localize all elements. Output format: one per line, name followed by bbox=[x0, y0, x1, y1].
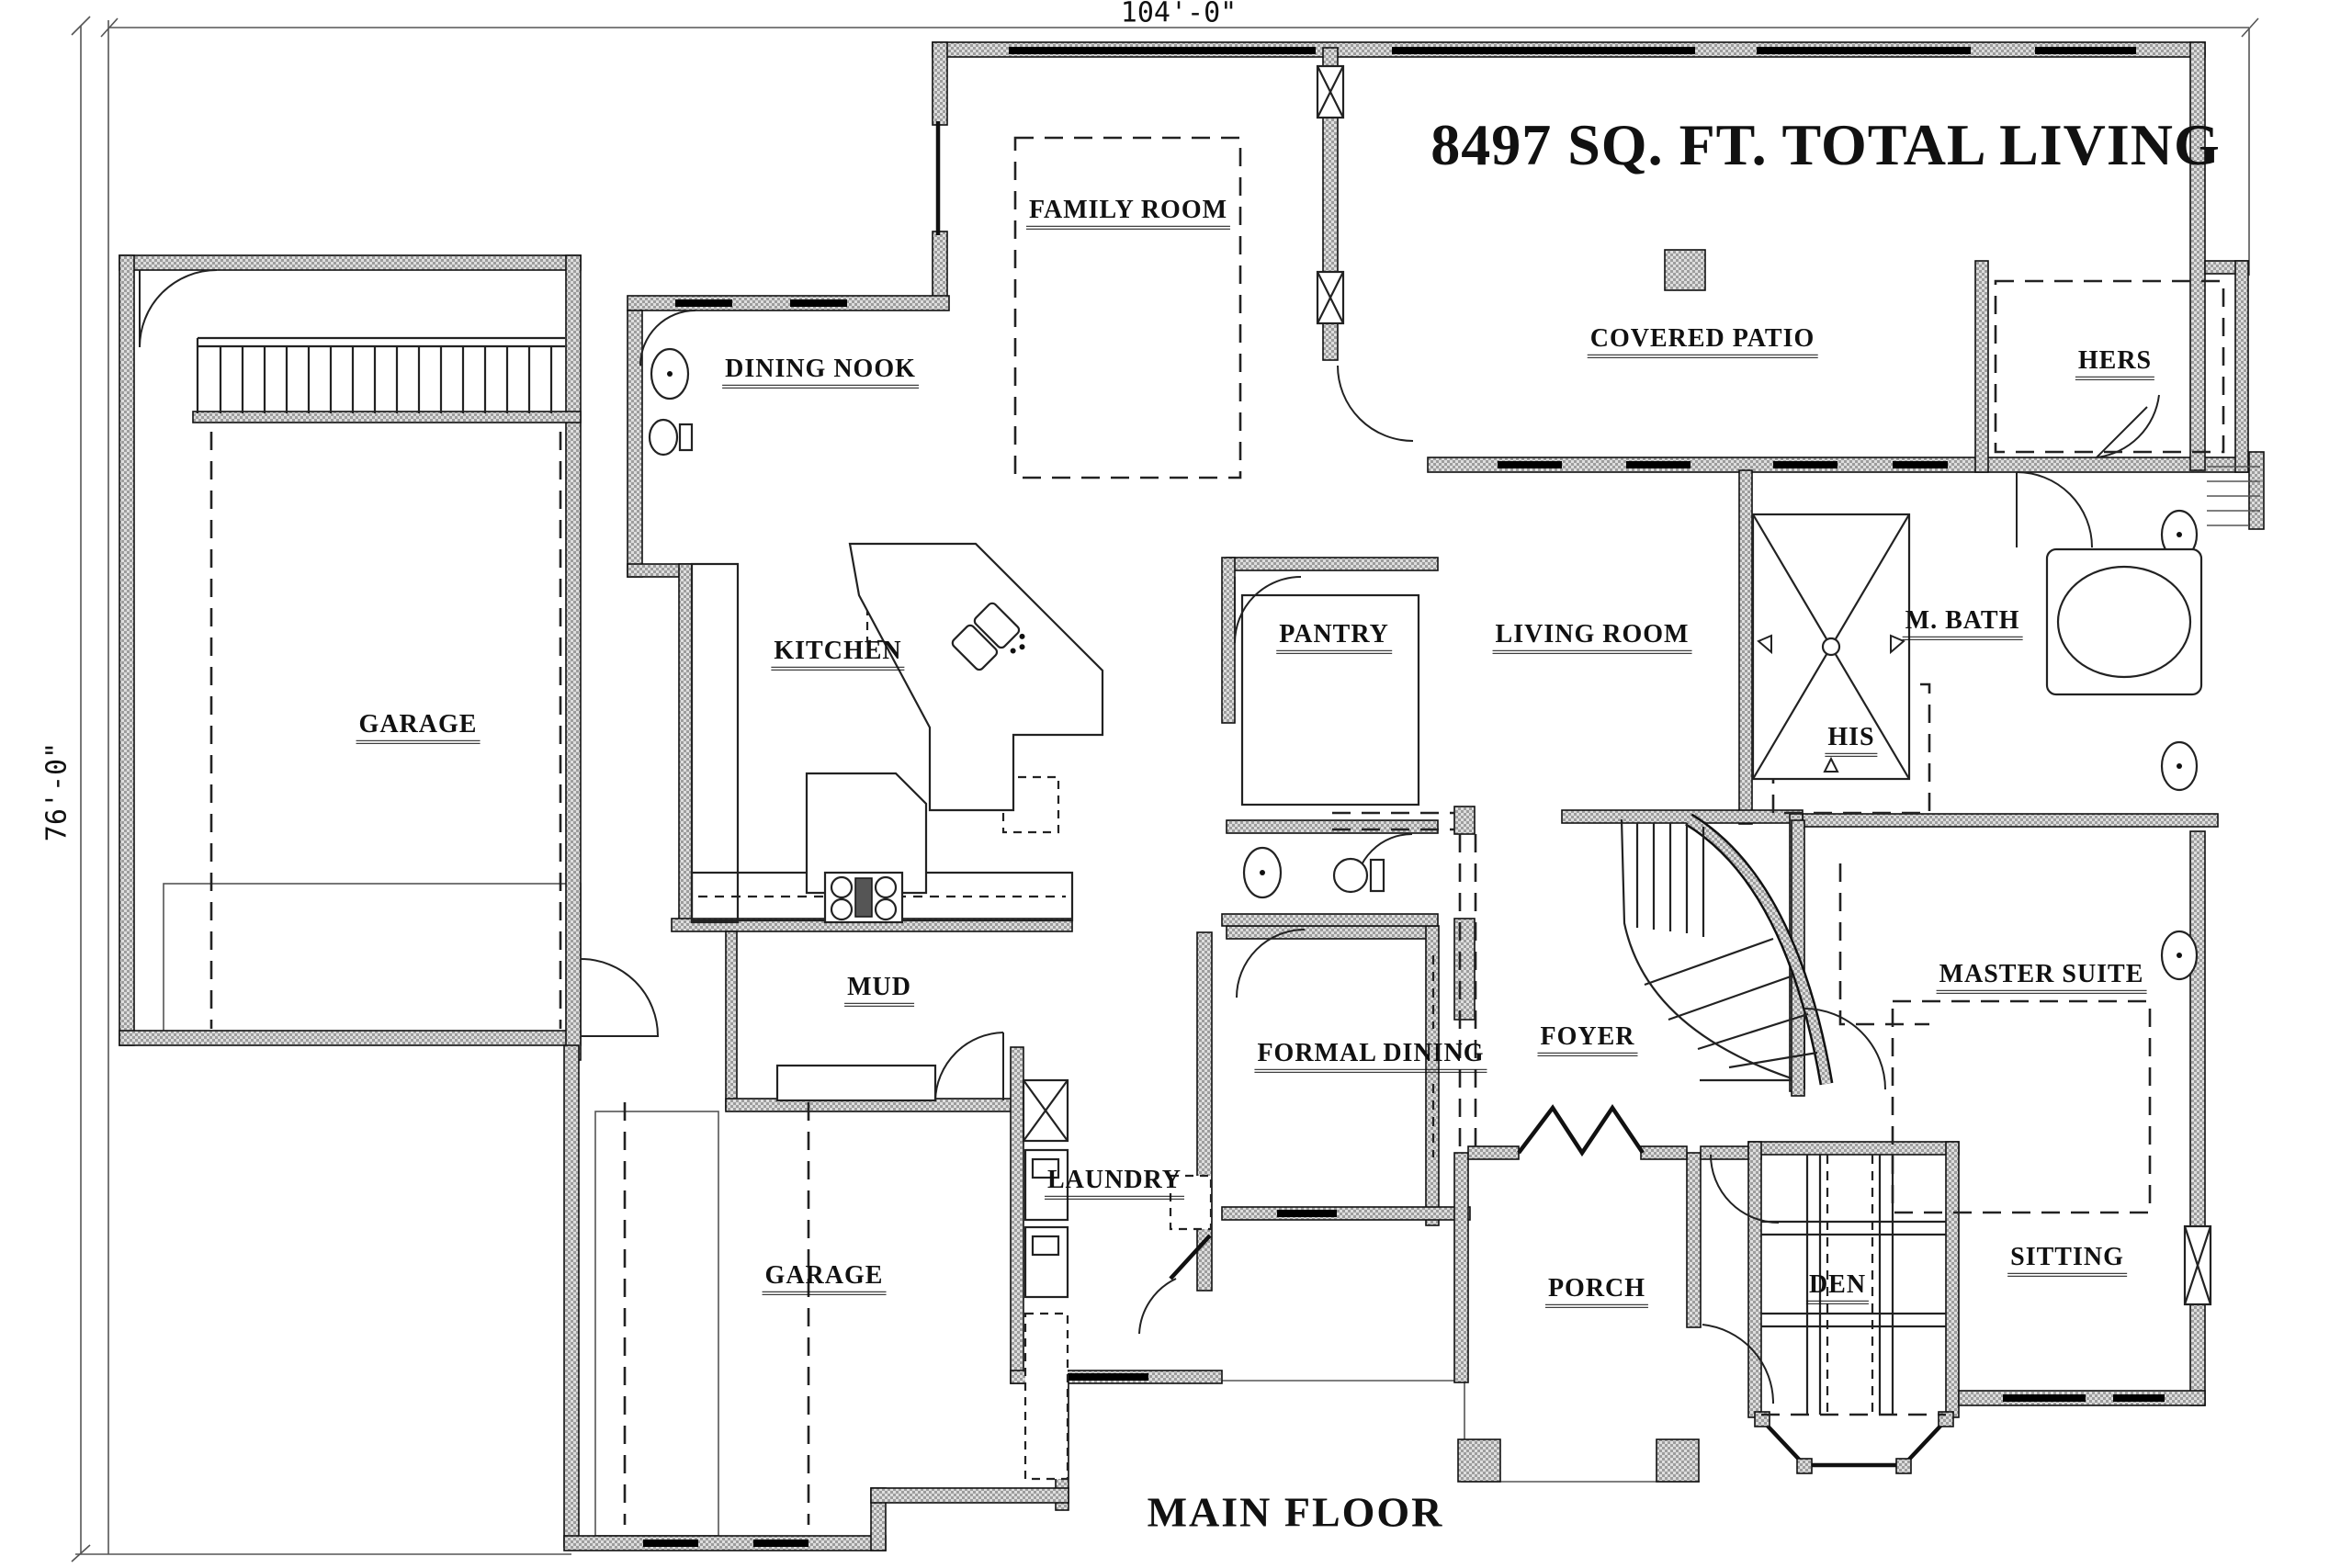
bathtub-icon bbox=[2045, 547, 2203, 696]
room-label-dining-nook: DINING NOOK bbox=[722, 355, 919, 389]
thin-lines bbox=[196, 121, 2260, 1474]
range-icon bbox=[823, 871, 904, 924]
toilet-icon bbox=[648, 418, 694, 457]
room-label-hers: HERS bbox=[2075, 346, 2155, 381]
room-label-family-room: FAMILY ROOM bbox=[1025, 196, 1231, 231]
plan-title: 8497 SQ. FT. TOTAL LIVING bbox=[1430, 112, 2221, 177]
kitchen-island bbox=[805, 542, 1104, 895]
shower-icon bbox=[1751, 513, 1911, 781]
room-label-kitchen: KITCHEN bbox=[771, 637, 905, 671]
room-label-den: DEN bbox=[1805, 1270, 1870, 1305]
sink-icon bbox=[2160, 740, 2199, 792]
room-label-living-room: LIVING ROOM bbox=[1492, 620, 1692, 655]
dimension-height: 76'-0" bbox=[40, 741, 74, 842]
room-label-master-suite: MASTER SUITE bbox=[1936, 960, 2147, 995]
room-label-laundry: LAUNDRY bbox=[1044, 1166, 1185, 1201]
toilet-icon bbox=[1332, 857, 1385, 894]
sink-icon bbox=[1242, 846, 1283, 899]
room-label-pantry: PANTRY bbox=[1276, 620, 1392, 655]
windows bbox=[643, 47, 2165, 1547]
room-label-garage-main: GARAGE bbox=[356, 710, 481, 745]
room-label-mud: MUD bbox=[844, 973, 914, 1008]
room-label-formal-dining: FORMAL DINING bbox=[1254, 1039, 1487, 1074]
sink-icon bbox=[650, 347, 690, 400]
door-arcs bbox=[139, 269, 2160, 1404]
curved-staircase bbox=[1620, 813, 1834, 1086]
sink-icon bbox=[2160, 509, 2199, 560]
fixtures bbox=[648, 347, 2203, 981]
window-x-boxes bbox=[1022, 64, 2212, 1306]
floor-label: MAIN FLOOR bbox=[1147, 1488, 1444, 1536]
room-label-m-bath: M. BATH bbox=[1902, 606, 2023, 641]
room-label-sitting: SITTING bbox=[2007, 1243, 2127, 1278]
room-label-covered-patio: COVERED PATIO bbox=[1587, 324, 1818, 359]
room-label-foyer: FOYER bbox=[1537, 1022, 1638, 1057]
room-label-his: HIS bbox=[1825, 723, 1878, 758]
island-sink-icon bbox=[951, 602, 1025, 671]
room-label-garage-lower: GARAGE bbox=[762, 1261, 887, 1296]
dimension-width: 104'-0" bbox=[1120, 0, 1238, 29]
sink-icon bbox=[2160, 930, 2199, 981]
room-label-porch: PORCH bbox=[1544, 1274, 1649, 1309]
dimension-lines bbox=[71, 16, 2259, 1562]
walls bbox=[119, 41, 2265, 1551]
